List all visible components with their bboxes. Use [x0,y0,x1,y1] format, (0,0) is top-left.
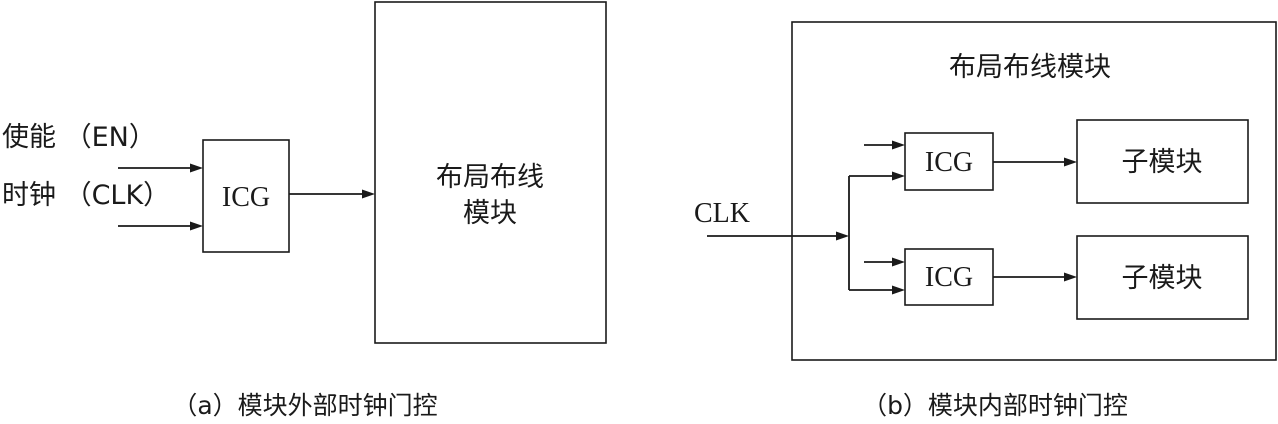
bottom-submodule-label: 子模块 [1122,263,1203,294]
top-submodule-box [1076,119,1249,204]
diagram-a-external-clock-gating: 使能 （EN） 时钟 （CLK） ICG 布局布线 模块 （a）模块外部时钟门控 [2,1,607,420]
enable-arrowhead [190,163,203,173]
bottom-submodule-box [1076,235,1249,320]
diagram-b-internal-clock-gating: 布局布线模块 CLK ICG 子模块 ICG 子模块 （b）模块内部时钟门控 [694,21,1277,420]
bottom-clock-arrowhead [892,285,905,295]
clock-arrowhead [190,221,203,231]
bottom-enable-arrowhead [892,257,905,267]
gated-clock-arrowhead [362,189,375,199]
top-icg-label: ICG [925,147,973,178]
clk-input-label: CLK [694,198,750,229]
caption-a: （a）模块外部时钟门控 [172,391,437,420]
top-enable-arrowhead [892,140,905,150]
enable-input-label: 使能 （EN） [2,122,156,153]
place-route-module-box [374,1,607,344]
caption-b: （b）模块内部时钟门控 [862,391,1128,420]
bottom-icg-box [904,248,994,306]
icg-gate-box [202,139,290,253]
module-title: 布局布线模块 [949,52,1111,83]
top-submodule-label: 子模块 [1122,147,1203,178]
top-gated-arrowhead [1064,157,1077,167]
bottom-icg-label: ICG [925,262,973,293]
top-clock-arrowhead [892,171,905,181]
icg-gate-label: ICG [222,182,270,213]
module-label-line1: 布局布线 [436,162,544,193]
module-label-line2: 模块 [463,198,517,229]
top-icg-box [904,132,994,191]
clock-input-label: 时钟 （CLK） [2,180,170,211]
clk-input-arrowhead [836,231,849,241]
bottom-gated-arrowhead [1064,272,1077,282]
